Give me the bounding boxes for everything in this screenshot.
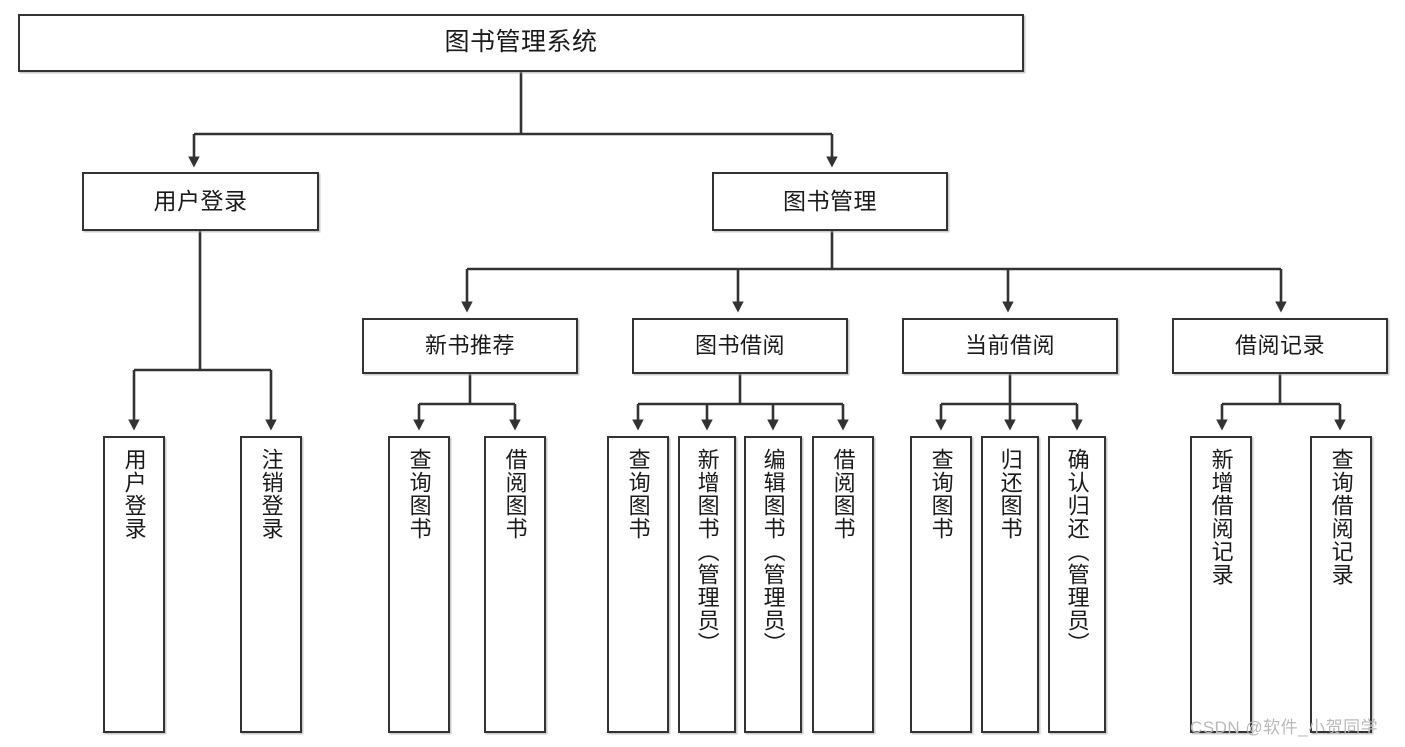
node-label: 新增图书（管理员） [694, 448, 720, 655]
leaf-add-borrow-record[interactable]: 新增借阅记录 [1190, 436, 1252, 733]
node-user-login[interactable]: 用户登录 [82, 172, 319, 231]
csdn-watermark: CSDN @软件_小贺同学 [1190, 718, 1379, 737]
leaf-logout-login[interactable]: 注销登录 [240, 436, 302, 733]
node-label: 当前借阅 [964, 333, 1055, 359]
node-label: 确认归还（管理员） [1064, 448, 1090, 655]
node-label: 图书管理 [783, 187, 877, 214]
node-label: 借阅图书 [830, 448, 856, 540]
node-label: 新书推荐 [424, 333, 515, 359]
leaf-borrow-book-2[interactable]: 借阅图书 [812, 436, 874, 733]
node-book-management[interactable]: 图书管理 [712, 172, 948, 231]
node-label: 注销登录 [258, 448, 284, 540]
leaf-add-book[interactable]: 新增图书（管理员） [678, 436, 736, 733]
leaf-user-login[interactable]: 用户登录 [103, 436, 165, 733]
node-current-borrow[interactable]: 当前借阅 [902, 318, 1118, 374]
leaf-query-book-1[interactable]: 查询图书 [388, 436, 450, 733]
node-label: 查询借阅记录 [1328, 448, 1354, 586]
new-book-recommend-to-leaves-connector [413, 374, 521, 431]
node-new-book-recommend[interactable]: 新书推荐 [362, 318, 578, 374]
node-label: 借阅图书 [502, 448, 528, 540]
borrow-record-to-leaves-connector [1216, 374, 1346, 431]
user-login-to-leaves-connector [128, 231, 277, 431]
root-to-level2-connector [188, 72, 838, 168]
leaf-query-borrow-record[interactable]: 查询借阅记录 [1310, 436, 1372, 733]
node-label: 新增借阅记录 [1208, 448, 1234, 586]
node-label: 图书借阅 [694, 333, 785, 359]
node-label: 图书管理系统 [444, 28, 598, 57]
node-book-borrow[interactable]: 图书借阅 [632, 318, 848, 374]
node-label: 用户登录 [121, 448, 147, 540]
node-label: 查询图书 [625, 448, 651, 540]
node-label: 编辑图书（管理员） [760, 448, 786, 655]
leaf-confirm-return[interactable]: 确认归还（管理员） [1048, 436, 1106, 733]
leaf-return-book[interactable]: 归还图书 [981, 436, 1039, 733]
node-label: 归还图书 [997, 448, 1023, 540]
current-borrow-to-leaves-connector [935, 374, 1083, 431]
leaf-query-book-3[interactable]: 查询图书 [910, 436, 972, 733]
book-management-to-level3-connector [461, 231, 1287, 313]
leaf-edit-book[interactable]: 编辑图书（管理员） [744, 436, 802, 733]
node-label: 查询图书 [406, 448, 432, 540]
leaf-query-book-2[interactable]: 查询图书 [607, 436, 669, 733]
node-root-system[interactable]: 图书管理系统 [18, 14, 1024, 72]
book-borrow-to-leaves-connector [632, 374, 849, 431]
node-label: 用户登录 [153, 187, 248, 214]
node-label: 借阅记录 [1234, 333, 1325, 359]
node-borrow-record[interactable]: 借阅记录 [1172, 318, 1388, 374]
node-label: 查询图书 [928, 448, 954, 540]
leaf-borrow-book-1[interactable]: 借阅图书 [484, 436, 546, 733]
